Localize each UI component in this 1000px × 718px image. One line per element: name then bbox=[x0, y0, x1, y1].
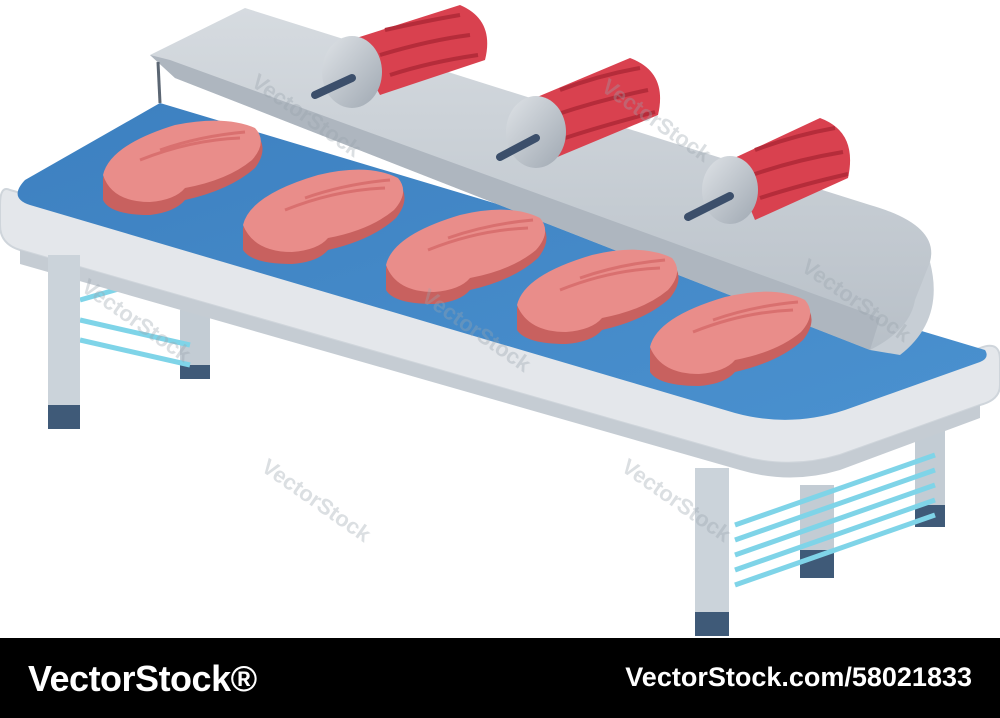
stock-image-url: VectorStock.com/58021833 bbox=[625, 662, 972, 692]
tuna-roller-2 bbox=[496, 58, 661, 168]
stock-footer: VectorStock® VectorStock.com/58021833 bbox=[0, 638, 1000, 718]
front-legs bbox=[48, 255, 729, 636]
watermark-text: VectorStock bbox=[257, 454, 376, 548]
fish-steak-1 bbox=[103, 120, 263, 215]
conveyor-illustration: VectorStock VectorStock VectorStock Vect… bbox=[0, 5, 1000, 636]
fish-steak-5 bbox=[650, 291, 812, 386]
fish-steak-3 bbox=[386, 209, 547, 304]
tuna-roller-1 bbox=[311, 5, 488, 108]
tuna-roller-3 bbox=[684, 118, 851, 224]
fish-steak-2 bbox=[243, 169, 405, 264]
stock-brand-logo: VectorStock® bbox=[28, 658, 257, 699]
fish-steak-4 bbox=[517, 249, 679, 344]
